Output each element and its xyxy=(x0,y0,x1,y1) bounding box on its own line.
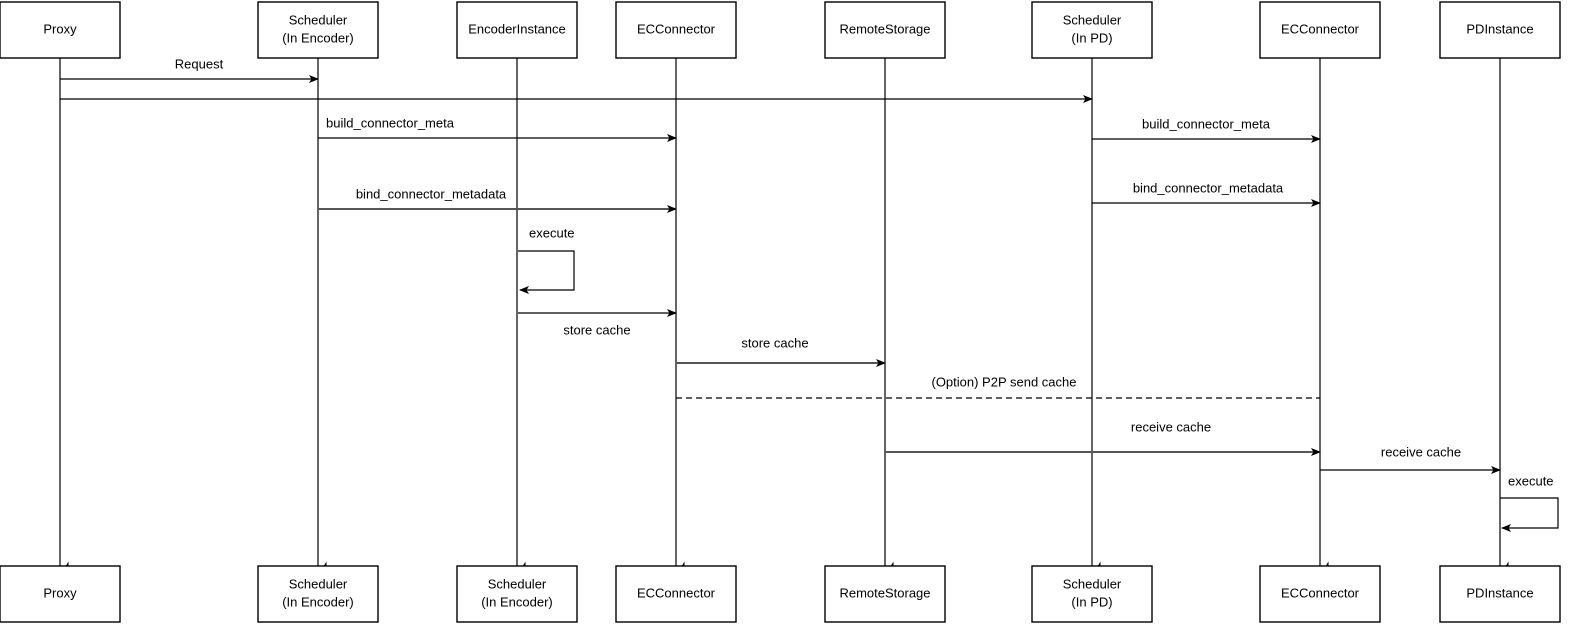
participant-footer-label-proxy-footer: Proxy xyxy=(43,585,77,600)
participant-box-ec-connector-2[interactable] xyxy=(1259,1,1381,59)
participant-footer-box-ec-connector-2-footer[interactable] xyxy=(1259,565,1381,623)
message-label-store-cache-remote: store cache xyxy=(741,335,808,350)
participant-label-scheduler-encoder-line1: Scheduler xyxy=(289,12,348,27)
participant-footer-label-pd-instance-footer: PDInstance xyxy=(1466,585,1533,600)
lifelines-group xyxy=(59,58,1509,571)
participant-box-proxy[interactable] xyxy=(0,1,121,59)
self-message-label-execute-encoder: execute xyxy=(529,225,575,240)
participant-label-scheduler-encoder-line2: (In Encoder) xyxy=(282,30,354,45)
participant-footer-label-scheduler-encoder-footer-line1: Scheduler xyxy=(289,576,348,591)
participant-footer-box-ec-connector-1-footer[interactable] xyxy=(615,565,737,623)
participant-footer-box-scheduler-pd-footer[interactable] xyxy=(1031,565,1153,623)
participant-label-remote-storage: RemoteStorage xyxy=(839,21,930,36)
participant-label-ec-connector-2: ECConnector xyxy=(1281,21,1360,36)
message-label-store-cache-enc: store cache xyxy=(563,322,630,337)
message-label-build-connector-meta-enc: build_connector_meta xyxy=(326,115,455,130)
participant-footer-box-scheduler-encoder-footer[interactable] xyxy=(257,565,379,623)
participant-footer-label-scheduler-pd-footer-line1: Scheduler xyxy=(1063,576,1122,591)
participant-box-ec-connector-1[interactable] xyxy=(615,1,737,59)
participant-footer-label-remote-storage-footer: RemoteStorage xyxy=(839,585,930,600)
participant-footer-label-scheduler-encoder-footer-line2: (In Encoder) xyxy=(282,594,354,609)
participant-label-ec-connector-1: ECConnector xyxy=(637,21,716,36)
message-label-receive-cache-pd: receive cache xyxy=(1131,419,1211,434)
participant-footer-box-remote-storage-footer[interactable] xyxy=(824,565,946,623)
participant-footer-label-encoder-instance-footer-line1: Scheduler xyxy=(488,576,547,591)
message-label-receive-cache-pdi: receive cache xyxy=(1381,444,1461,459)
participant-box-pd-instance[interactable] xyxy=(1439,1,1561,59)
participant-footer-box-pd-instance-footer[interactable] xyxy=(1439,565,1561,623)
participant-label-encoder-instance: EncoderInstance xyxy=(468,21,566,36)
footer-boxes-group: Proxy Scheduler (In Encoder) Scheduler (In E… xyxy=(0,565,1561,623)
self-message-path-execute-pd xyxy=(1500,497,1559,532)
message-label-bind-connector-metadata-enc: bind_connector_metadata xyxy=(356,186,507,201)
message-label-p2p-send-cache: (Option) P2P send cache xyxy=(931,374,1076,389)
participant-box-encoder-instance[interactable] xyxy=(456,1,578,59)
header-boxes-group: Proxy Scheduler (In Encoder) EncoderInstanc… xyxy=(0,1,1561,59)
participant-footer-box-encoder-instance-footer[interactable] xyxy=(456,565,578,623)
message-label-request: Request xyxy=(175,56,224,71)
participant-box-scheduler-encoder[interactable] xyxy=(257,1,379,59)
message-label-build-connector-meta-pd: build_connector_meta xyxy=(1142,116,1271,131)
participant-label-scheduler-pd-line2: (In PD) xyxy=(1071,30,1112,45)
participant-box-scheduler-pd[interactable] xyxy=(1031,1,1153,59)
participant-footer-box-proxy-footer[interactable] xyxy=(0,565,121,623)
self-message-label-execute-pd: execute xyxy=(1508,473,1554,488)
participant-footer-label-ec-connector-1-footer: ECConnector xyxy=(637,585,716,600)
participant-label-scheduler-pd-line1: Scheduler xyxy=(1063,12,1122,27)
participant-label-proxy: Proxy xyxy=(43,21,77,36)
messages-group: Request build_connector_meta build_connect… xyxy=(60,56,1501,474)
participant-footer-label-ec-connector-2-footer: ECConnector xyxy=(1281,585,1360,600)
participant-label-pd-instance: PDInstance xyxy=(1466,21,1533,36)
participant-footer-label-scheduler-pd-footer-line2: (In PD) xyxy=(1071,594,1112,609)
self-message-path-execute-encoder xyxy=(518,250,575,294)
self-messages-group: execute execute xyxy=(518,225,1559,532)
message-label-bind-connector-metadata-pd: bind_connector_metadata xyxy=(1133,180,1284,195)
participant-footer-label-encoder-instance-footer-line2: (In Encoder) xyxy=(481,594,553,609)
participant-box-remote-storage[interactable] xyxy=(824,1,946,59)
